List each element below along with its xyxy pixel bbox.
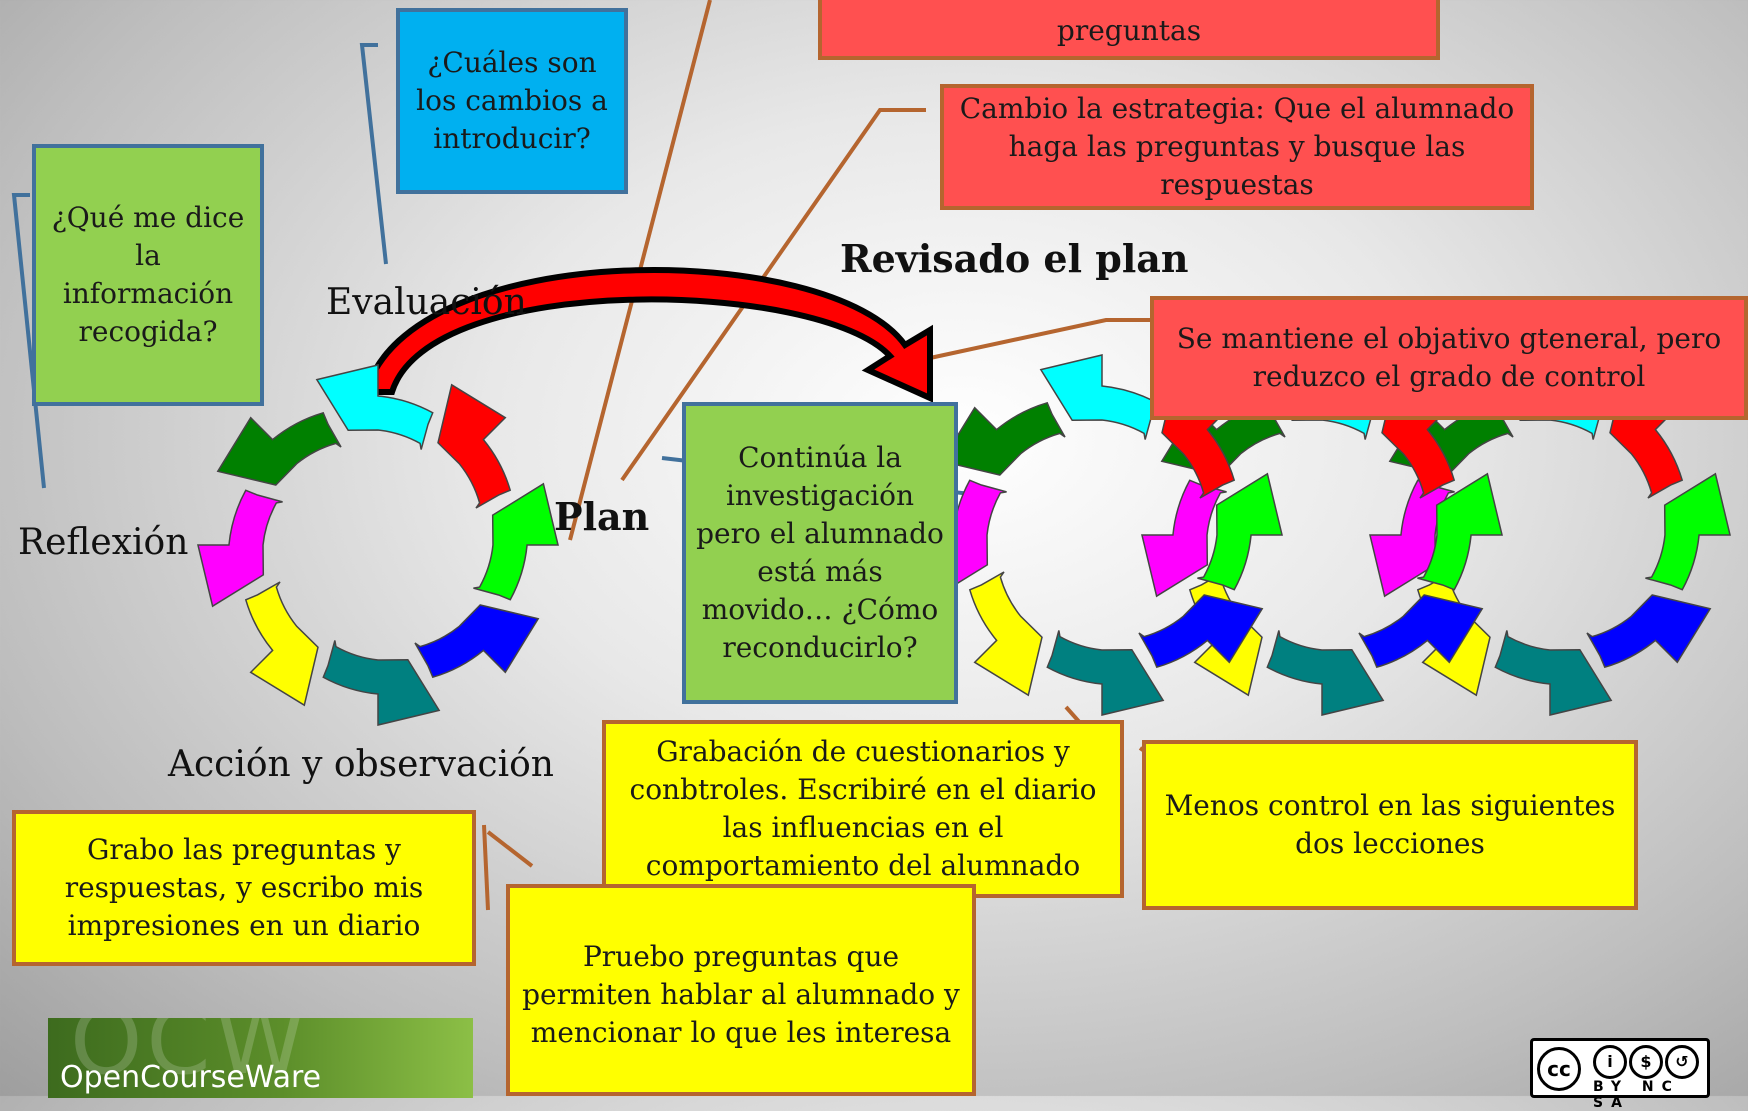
box-cambio-estrategia: Cambio la estrategia: Que el alumnado ha… [940,84,1534,210]
box-se-mantiene: Se mantiene el objativo gteneral, pero r… [1150,296,1748,420]
box-grabacion: Grabación de cuestionarios y conbtroles.… [602,720,1124,898]
box-cuales-cambios: ¿Cuáles son los cambios a introducir? [396,8,628,194]
connector-cuales [359,43,388,265]
connector-se-mantiene [929,318,1150,360]
cc-license-badge: cc i $ ↺ BY NC SA [1530,1038,1710,1111]
box-que-me-dice: ¿Qué me dice la información recogida? [32,144,264,406]
label-plan: Plan [554,494,650,539]
license-text: BY NC SA [1593,1079,1680,1111]
cc-icon: cc [1537,1047,1581,1091]
label-evaluacion: Evaluación [326,282,527,323]
label-revisado-plan: Revisado el plan [840,236,1189,281]
connector-pruebo [486,830,534,868]
ocw-logo: OCW OpenCourseWare [48,1018,473,1098]
ocw-logo-text: OpenCourseWare [60,1060,322,1095]
connector-grabo [482,824,490,911]
label-accion-observacion: Acción y observación [168,744,554,785]
box-pruebo: Pruebo preguntas que permiten hablar al … [506,884,976,1096]
box-top-red-partial: preguntas [818,0,1440,60]
nc-icon: $ [1629,1045,1663,1079]
box-menos-control: Menos control en las siguientes dos lecc… [1142,740,1638,910]
label-reflexion: Reflexión [18,522,189,563]
ocw-watermark: OCW [70,1018,310,1095]
sa-icon: ↺ [1665,1045,1699,1079]
box-continua-investigacion: Continúa la investigación pero el alumna… [682,402,958,704]
connector-cambio [620,108,926,482]
by-icon: i [1593,1045,1627,1079]
box-grabo: Grabo las preguntas y respuestas, y escr… [12,810,476,966]
revision-curved-arrow [362,267,933,403]
